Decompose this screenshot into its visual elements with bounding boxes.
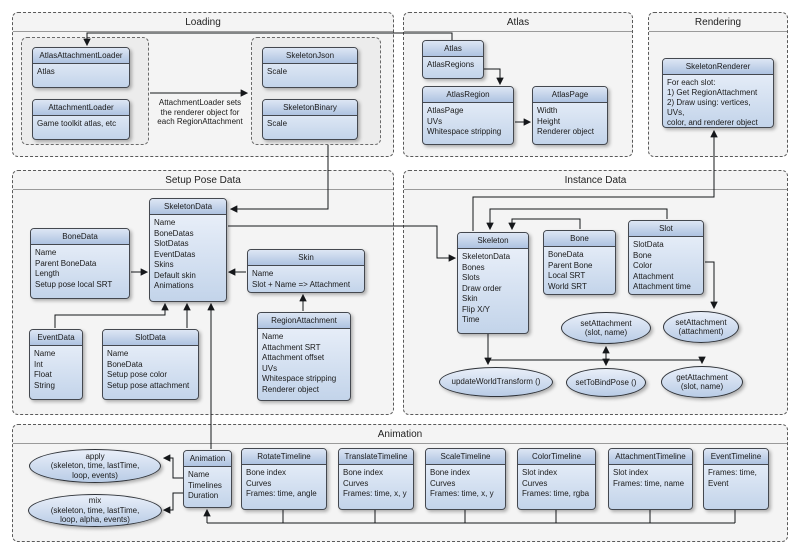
class-attachment-loader-fields: Game toolkit atlas, etc <box>37 119 117 128</box>
class-atlas: Atlas AtlasRegions <box>422 40 484 79</box>
class-translate-timeline: TranslateTimeline Bone index Curves Fram… <box>338 448 414 510</box>
class-skeleton-data-fields: Name BoneDatas SlotDatas EventDatas Skin… <box>154 218 196 290</box>
class-event-timeline-fields: Frames: time, Event <box>708 468 757 488</box>
class-animation: Animation Name Timelines Duration <box>183 450 232 508</box>
section-rendering-title: Rendering <box>649 13 787 32</box>
ellipse-apply: apply (skeleton, time, lastTime, loop, e… <box>29 449 161 483</box>
class-color-timeline-name: ColorTimeline <box>518 449 595 465</box>
class-rotate-timeline: RotateTimeline Bone index Curves Frames:… <box>241 448 327 510</box>
class-skeleton-renderer: SkeletonRenderer For each slot: 1) Get R… <box>662 58 774 128</box>
class-slot-data-name: SlotData <box>103 330 198 346</box>
class-skeleton-renderer-fields: For each slot: 1) Get RegionAttachment 2… <box>667 78 758 127</box>
ellipse-update-world-transform: updateWorldTransform () <box>439 367 553 397</box>
class-bone: Bone BoneData Parent Bone Local SRT Worl… <box>543 230 616 295</box>
class-rotate-timeline-name: RotateTimeline <box>242 449 326 465</box>
class-skeleton-binary: SkeletonBinary Scale <box>262 99 358 140</box>
class-scale-timeline: ScaleTimeline Bone index Curves Frames: … <box>425 448 506 510</box>
class-color-timeline: ColorTimeline Slot index Curves Frames: … <box>517 448 596 510</box>
class-slot: Slot SlotData Bone Color Attachment Atta… <box>628 220 704 295</box>
ellipse-set-to-bind-pose: setToBindPose () <box>566 368 646 397</box>
class-attachment-loader: AttachmentLoader Game toolkit atlas, etc <box>32 99 130 140</box>
section-animation-title: Animation <box>13 425 787 444</box>
class-atlas-region-name: AtlasRegion <box>423 87 513 103</box>
class-skeleton-json: SkeletonJson Scale <box>262 47 358 88</box>
class-skeleton-data-name: SkeletonData <box>150 199 226 215</box>
class-slot-fields: SlotData Bone Color Attachment Attachmen… <box>633 240 691 291</box>
class-event-data: EventData Name Int Float String <box>29 329 83 400</box>
class-translate-timeline-name: TranslateTimeline <box>339 449 413 465</box>
class-region-attachment-name: RegionAttachment <box>258 313 350 329</box>
class-skeleton-fields: SkeletonData Bones Slots Draw order Skin… <box>462 252 511 324</box>
note-attachment-loader: AttachmentLoader sets the renderer objec… <box>157 98 243 126</box>
class-skeleton-json-fields: Scale <box>267 67 288 76</box>
class-bone-name: Bone <box>544 231 615 247</box>
class-atlas-attachment-loader-name: AtlasAttachmentLoader <box>33 48 129 64</box>
class-event-timeline-name: EventTimeline <box>704 449 768 465</box>
class-region-attachment-fields: Name Attachment SRT Attachment offset UV… <box>262 332 337 394</box>
class-rotate-timeline-fields: Bone index Curves Frames: time, angle <box>246 468 317 498</box>
section-setup-pose-data-title: Setup Pose Data <box>13 171 393 190</box>
class-bone-data: BoneData Name Parent BoneData Length Set… <box>30 228 130 299</box>
class-skin: Skin Name Slot + Name => Attachment <box>247 249 365 293</box>
class-attachment-timeline: AttachmentTimeline Slot index Frames: ti… <box>608 448 693 510</box>
class-skin-fields: Name Slot + Name => Attachment <box>252 269 351 289</box>
class-bone-data-name: BoneData <box>31 229 129 245</box>
class-slot-data-fields: Name BoneData Setup pose color Setup pos… <box>107 349 190 390</box>
class-attachment-loader-name: AttachmentLoader <box>33 100 129 116</box>
class-scale-timeline-name: ScaleTimeline <box>426 449 505 465</box>
class-event-data-fields: Name Int Float String <box>34 349 56 390</box>
class-event-timeline: EventTimeline Frames: time, Event <box>703 448 769 510</box>
class-skeleton-json-name: SkeletonJson <box>263 48 357 64</box>
section-instance-data-title: Instance Data <box>404 171 787 190</box>
class-skeleton-binary-fields: Scale <box>267 119 288 128</box>
class-atlas-page-fields: Width Height Renderer object <box>537 106 594 136</box>
class-atlas-attachment-loader-fields: Atlas <box>37 67 55 76</box>
class-atlas-region: AtlasRegion AtlasPage UVs Whitespace str… <box>422 86 514 145</box>
class-atlas-fields: AtlasRegions <box>427 60 475 69</box>
class-atlas-name: Atlas <box>423 41 483 57</box>
class-attachment-timeline-name: AttachmentTimeline <box>609 449 692 465</box>
ellipse-mix: mix (skeleton, time, lastTime, loop, alp… <box>28 494 162 527</box>
class-skeleton-binary-name: SkeletonBinary <box>263 100 357 116</box>
class-skeleton: Skeleton SkeletonData Bones Slots Draw o… <box>457 232 529 334</box>
class-animation-name: Animation <box>184 451 231 467</box>
ellipse-set-attachment-attachment: setAttachment (attachment) <box>663 311 739 343</box>
class-scale-timeline-fields: Bone index Curves Frames: time, x, y <box>430 468 494 498</box>
class-atlas-region-fields: AtlasPage UVs Whitespace stripping <box>427 106 502 136</box>
ellipse-set-attachment-slot-name: setAttachment (slot, name) <box>561 312 651 344</box>
class-skeleton-data: SkeletonData Name BoneDatas SlotDatas Ev… <box>149 198 227 302</box>
class-bone-fields: BoneData Parent Bone Local SRT World SRT <box>548 250 593 291</box>
section-loading-title: Loading <box>13 13 393 32</box>
class-animation-fields: Name Timelines Duration <box>188 470 222 500</box>
class-region-attachment: RegionAttachment Name Attachment SRT Att… <box>257 312 351 401</box>
class-color-timeline-fields: Slot index Curves Frames: time, rgba <box>522 468 590 498</box>
class-translate-timeline-fields: Bone index Curves Frames: time, x, y <box>343 468 407 498</box>
class-attachment-timeline-fields: Slot index Frames: time, name <box>613 468 685 488</box>
class-bone-data-fields: Name Parent BoneData Length Setup pose l… <box>35 248 113 289</box>
class-skin-name: Skin <box>248 250 364 266</box>
class-slot-data: SlotData Name BoneData Setup pose color … <box>102 329 199 400</box>
ellipse-get-attachment: getAttachment (slot, name) <box>661 366 743 398</box>
class-slot-name: Slot <box>629 221 703 237</box>
class-skeleton-renderer-name: SkeletonRenderer <box>663 59 773 75</box>
class-atlas-page-name: AtlasPage <box>533 87 607 103</box>
class-event-data-name: EventData <box>30 330 82 346</box>
class-atlas-attachment-loader: AtlasAttachmentLoader Atlas <box>32 47 130 88</box>
class-skeleton-name: Skeleton <box>458 233 528 249</box>
section-atlas-title: Atlas <box>404 13 632 32</box>
class-atlas-page: AtlasPage Width Height Renderer object <box>532 86 608 145</box>
